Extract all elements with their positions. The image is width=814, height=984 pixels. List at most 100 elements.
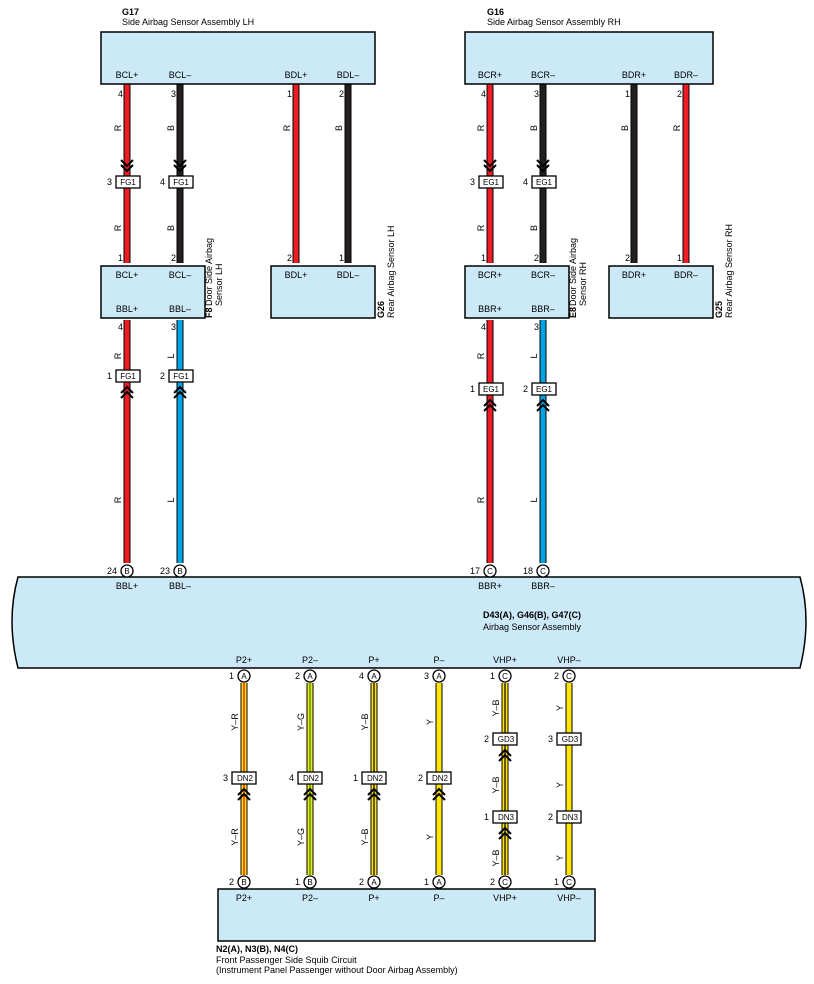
svg-text:B: B (124, 567, 129, 576)
svg-text:2: 2 (229, 877, 234, 887)
svg-text:Y–B: Y–B (491, 776, 501, 793)
g16-box (464, 31, 714, 85)
connector-letters: B B C C A A A A C C B B A A C C (120, 564, 576, 889)
svg-text:23: 23 (160, 566, 170, 576)
svg-text:L: L (529, 353, 539, 358)
svg-text:DN2: DN2 (303, 774, 320, 783)
svg-text:EG1: EG1 (536, 385, 553, 394)
svg-text:B: B (529, 225, 539, 231)
svg-text:2: 2 (523, 384, 528, 394)
svg-text:P–: P– (433, 655, 444, 665)
airbag-sensor-box (11, 576, 807, 669)
svg-text:3: 3 (171, 89, 176, 99)
svg-text:4: 4 (481, 89, 486, 99)
svg-text:A: A (371, 878, 377, 887)
svg-text:R: R (113, 124, 123, 131)
g26-label: G26 Rear Airbag Sensor LH (376, 225, 396, 318)
svg-text:B: B (620, 125, 630, 131)
svg-text:R: R (476, 124, 486, 131)
svg-text:R: R (113, 224, 123, 231)
g16-ref: G16 (487, 7, 504, 17)
svg-text:R: R (476, 496, 486, 503)
svg-text:P–: P– (433, 893, 444, 903)
f8-label: F8 Door Side Airbag Sensor LH (204, 238, 224, 318)
svg-text:Y–G: Y–G (296, 713, 306, 731)
svg-text:EG1: EG1 (483, 385, 500, 394)
svg-text:Y–B: Y–B (491, 699, 501, 716)
wire-codes: R B R B R B B R R B R B R L R L R L R L … (113, 124, 682, 866)
squib-box (217, 888, 596, 942)
svg-text:R: R (476, 224, 486, 231)
svg-text:DN3: DN3 (562, 813, 579, 822)
svg-text:L: L (166, 497, 176, 502)
svg-text:P2+: P2+ (236, 655, 252, 665)
svg-text:4: 4 (160, 177, 165, 187)
svg-text:R: R (476, 352, 486, 359)
svg-text:BBR–: BBR– (531, 304, 555, 314)
svg-text:B: B (307, 878, 312, 887)
svg-text:1: 1 (339, 253, 344, 263)
svg-text:2: 2 (484, 734, 489, 744)
junction-eg1-bottom: EG1 EG1 1 2 (470, 382, 557, 412)
svg-text:C: C (566, 878, 572, 887)
svg-text:4: 4 (118, 89, 123, 99)
svg-text:BDL+: BDL+ (285, 70, 308, 80)
svg-text:Y–B: Y–B (491, 849, 501, 866)
svg-text:17: 17 (470, 566, 480, 576)
f8-box (100, 265, 206, 319)
svg-text:G25: G25 (714, 301, 724, 318)
svg-text:BBR+: BBR+ (478, 581, 502, 591)
svg-text:Y: Y (555, 705, 565, 711)
svg-text:1: 1 (353, 773, 358, 783)
svg-text:BBL–: BBL– (169, 304, 191, 314)
svg-text:1: 1 (118, 253, 123, 263)
svg-text:B: B (529, 125, 539, 131)
svg-text:Y–R: Y–R (230, 828, 240, 846)
svg-text:2: 2 (295, 671, 300, 681)
junction-gd3: GD3 GD3 2 3 (484, 732, 582, 762)
svg-text:3: 3 (107, 177, 112, 187)
svg-text:B: B (177, 567, 182, 576)
svg-text:Y–B: Y–B (360, 828, 370, 845)
svg-text:3: 3 (223, 773, 228, 783)
svg-text:EG1: EG1 (536, 178, 553, 187)
svg-text:BCL–: BCL– (169, 70, 192, 80)
svg-text:Y: Y (555, 782, 565, 788)
svg-text:FG1: FG1 (173, 372, 189, 381)
svg-text:1: 1 (107, 371, 112, 381)
svg-text:2: 2 (359, 877, 364, 887)
e8-label: E8 Door Side Airbag Sensor RH (568, 238, 588, 318)
svg-text:Y: Y (425, 719, 435, 725)
airbag-name: Airbag Sensor Assembly (483, 622, 582, 632)
svg-text:B: B (166, 225, 176, 231)
svg-text:C: C (487, 567, 493, 576)
svg-text:P2–: P2– (302, 893, 318, 903)
junction-dn2: DN2 DN2 DN2 DN2 3 4 1 2 (223, 771, 452, 801)
g17-ref: G17 (122, 7, 139, 17)
svg-text:A: A (241, 672, 247, 681)
svg-text:4: 4 (289, 773, 294, 783)
svg-text:3: 3 (171, 322, 176, 332)
svg-text:B: B (166, 125, 176, 131)
svg-text:FG1: FG1 (120, 178, 136, 187)
pin-numbers: 4 3 1 2 4 3 1 2 1 2 4 3 1 2 4 3 2 1 2 1 … (107, 89, 682, 887)
svg-text:R: R (282, 124, 292, 131)
svg-text:2: 2 (554, 671, 559, 681)
svg-text:B: B (241, 878, 246, 887)
g16-name: Side Airbag Sensor Assembly RH (487, 17, 621, 27)
svg-text:DN2: DN2 (432, 774, 449, 783)
squib-name: Front Passenger Side Squib Circuit (216, 955, 357, 965)
svg-text:24: 24 (107, 566, 117, 576)
svg-text:BCR+: BCR+ (478, 70, 502, 80)
svg-text:P+: P+ (368, 893, 379, 903)
svg-text:FG1: FG1 (173, 178, 189, 187)
svg-text:VHP+: VHP+ (493, 655, 517, 665)
svg-text:A: A (307, 672, 313, 681)
svg-text:BCL–: BCL– (169, 270, 192, 280)
svg-text:VHP+: VHP+ (493, 893, 517, 903)
svg-text:2: 2 (548, 812, 553, 822)
svg-text:C: C (566, 672, 572, 681)
svg-text:Y–R: Y–R (230, 713, 240, 731)
svg-text:DN3: DN3 (498, 813, 515, 822)
